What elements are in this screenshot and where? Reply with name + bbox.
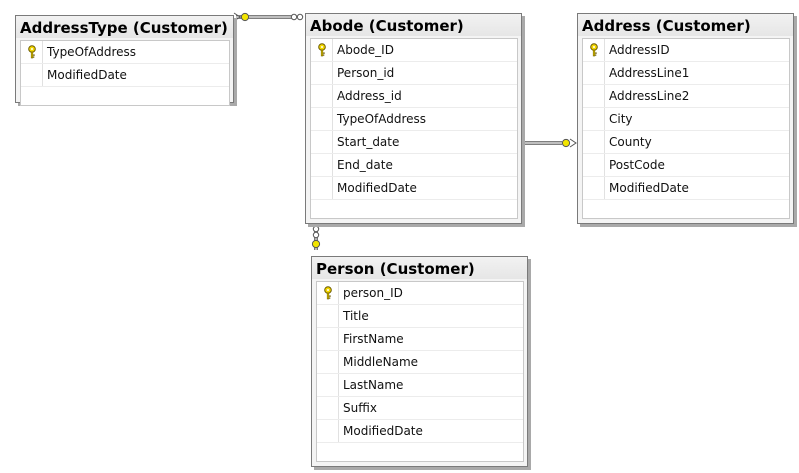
column-row[interactable]: ModifiedDate <box>317 420 523 443</box>
column-row[interactable]: End_date <box>311 154 517 177</box>
many-end-infinity-icon <box>296 13 304 21</box>
column-row[interactable]: person_ID <box>317 282 523 305</box>
row-selector[interactable] <box>583 108 605 130</box>
column-name: County <box>609 135 652 149</box>
row-selector[interactable] <box>21 64 43 86</box>
one-end-key-icon <box>561 138 571 148</box>
column-row[interactable]: ModifiedDate <box>21 64 229 87</box>
row-selector[interactable] <box>583 154 605 176</box>
relationship-arrow <box>569 138 577 148</box>
column-row[interactable]: AddressID <box>583 39 789 62</box>
column-row[interactable]: LastName <box>317 374 523 397</box>
column-name: AddressLine1 <box>609 66 690 80</box>
row-selector[interactable] <box>311 85 333 107</box>
row-selector[interactable] <box>311 108 333 130</box>
column-list-spacer <box>583 200 789 218</box>
many-end-infinity-icon <box>312 231 320 239</box>
column-row[interactable]: Person_id <box>311 62 517 85</box>
row-selector[interactable] <box>317 328 339 350</box>
column-name: Abode_ID <box>337 43 394 57</box>
table-title[interactable]: Address (Customer) <box>578 14 793 36</box>
one-end-key-icon <box>311 239 321 249</box>
row-selector[interactable] <box>317 374 339 396</box>
row-selector[interactable] <box>311 131 333 153</box>
row-selector[interactable] <box>583 177 605 199</box>
column-name: ModifiedDate <box>609 181 689 195</box>
row-selector[interactable] <box>583 131 605 153</box>
column-name: TypeOfAddress <box>47 45 137 59</box>
row-selector[interactable] <box>311 62 333 84</box>
column-name: ModifiedDate <box>343 424 423 438</box>
column-name: TypeOfAddress <box>337 112 427 126</box>
many-end-infinity-icon <box>290 13 298 21</box>
column-row[interactable]: City <box>583 108 789 131</box>
column-list-spacer <box>317 443 523 461</box>
column-name: LastName <box>343 378 404 392</box>
row-selector[interactable] <box>311 154 333 176</box>
row-selector[interactable] <box>583 85 605 107</box>
column-row[interactable]: ModifiedDate <box>311 177 517 200</box>
column-row[interactable]: TypeOfAddress <box>21 41 229 64</box>
column-row[interactable]: Abode_ID <box>311 39 517 62</box>
column-name: AddressLine2 <box>609 89 690 103</box>
column-name: Title <box>343 309 369 323</box>
column-name: City <box>609 112 633 126</box>
primary-key-icon <box>322 286 334 300</box>
column-row[interactable]: FirstName <box>317 328 523 351</box>
column-name: PostCode <box>609 158 665 172</box>
column-row[interactable]: AddressLine2 <box>583 85 789 108</box>
column-name: person_ID <box>343 286 403 300</box>
primary-key-icon <box>316 43 328 57</box>
column-name: MiddleName <box>343 355 419 369</box>
table-title[interactable]: Person (Customer) <box>312 257 527 279</box>
column-name: FirstName <box>343 332 404 346</box>
row-selector[interactable] <box>583 62 605 84</box>
column-row[interactable]: Title <box>317 305 523 328</box>
column-row[interactable]: Address_id <box>311 85 517 108</box>
column-row[interactable]: Suffix <box>317 397 523 420</box>
column-name: Person_id <box>337 66 395 80</box>
column-name: Address_id <box>337 89 402 103</box>
many-end-infinity-icon <box>312 225 320 233</box>
column-list-spacer <box>311 200 517 218</box>
column-name: ModifiedDate <box>337 181 417 195</box>
row-selector[interactable] <box>317 397 339 419</box>
column-name: Suffix <box>343 401 377 415</box>
primary-key-icon <box>588 43 600 57</box>
table-address[interactable]: Address (Customer) AddressID AddressLine1… <box>577 13 794 224</box>
primary-key-icon <box>26 45 38 59</box>
row-selector[interactable] <box>311 177 333 199</box>
column-name: ModifiedDate <box>47 68 127 82</box>
row-selector[interactable] <box>317 351 339 373</box>
table-title[interactable]: Abode (Customer) <box>306 14 521 36</box>
column-name: End_date <box>337 158 393 172</box>
row-selector[interactable] <box>317 305 339 327</box>
table-title[interactable]: AddressType (Customer) <box>16 16 233 38</box>
column-name: Start_date <box>337 135 400 149</box>
column-name: AddressID <box>609 43 670 57</box>
column-row[interactable]: ModifiedDate <box>583 177 789 200</box>
column-row[interactable]: TypeOfAddress <box>311 108 517 131</box>
column-row[interactable]: MiddleName <box>317 351 523 374</box>
column-row[interactable]: PostCode <box>583 154 789 177</box>
column-row[interactable]: County <box>583 131 789 154</box>
one-end-key-icon <box>240 12 250 22</box>
column-row[interactable]: AddressLine1 <box>583 62 789 85</box>
relationship-arrow <box>233 12 241 22</box>
column-row[interactable]: Start_date <box>311 131 517 154</box>
row-selector[interactable] <box>317 420 339 442</box>
column-list-spacer <box>21 87 229 105</box>
